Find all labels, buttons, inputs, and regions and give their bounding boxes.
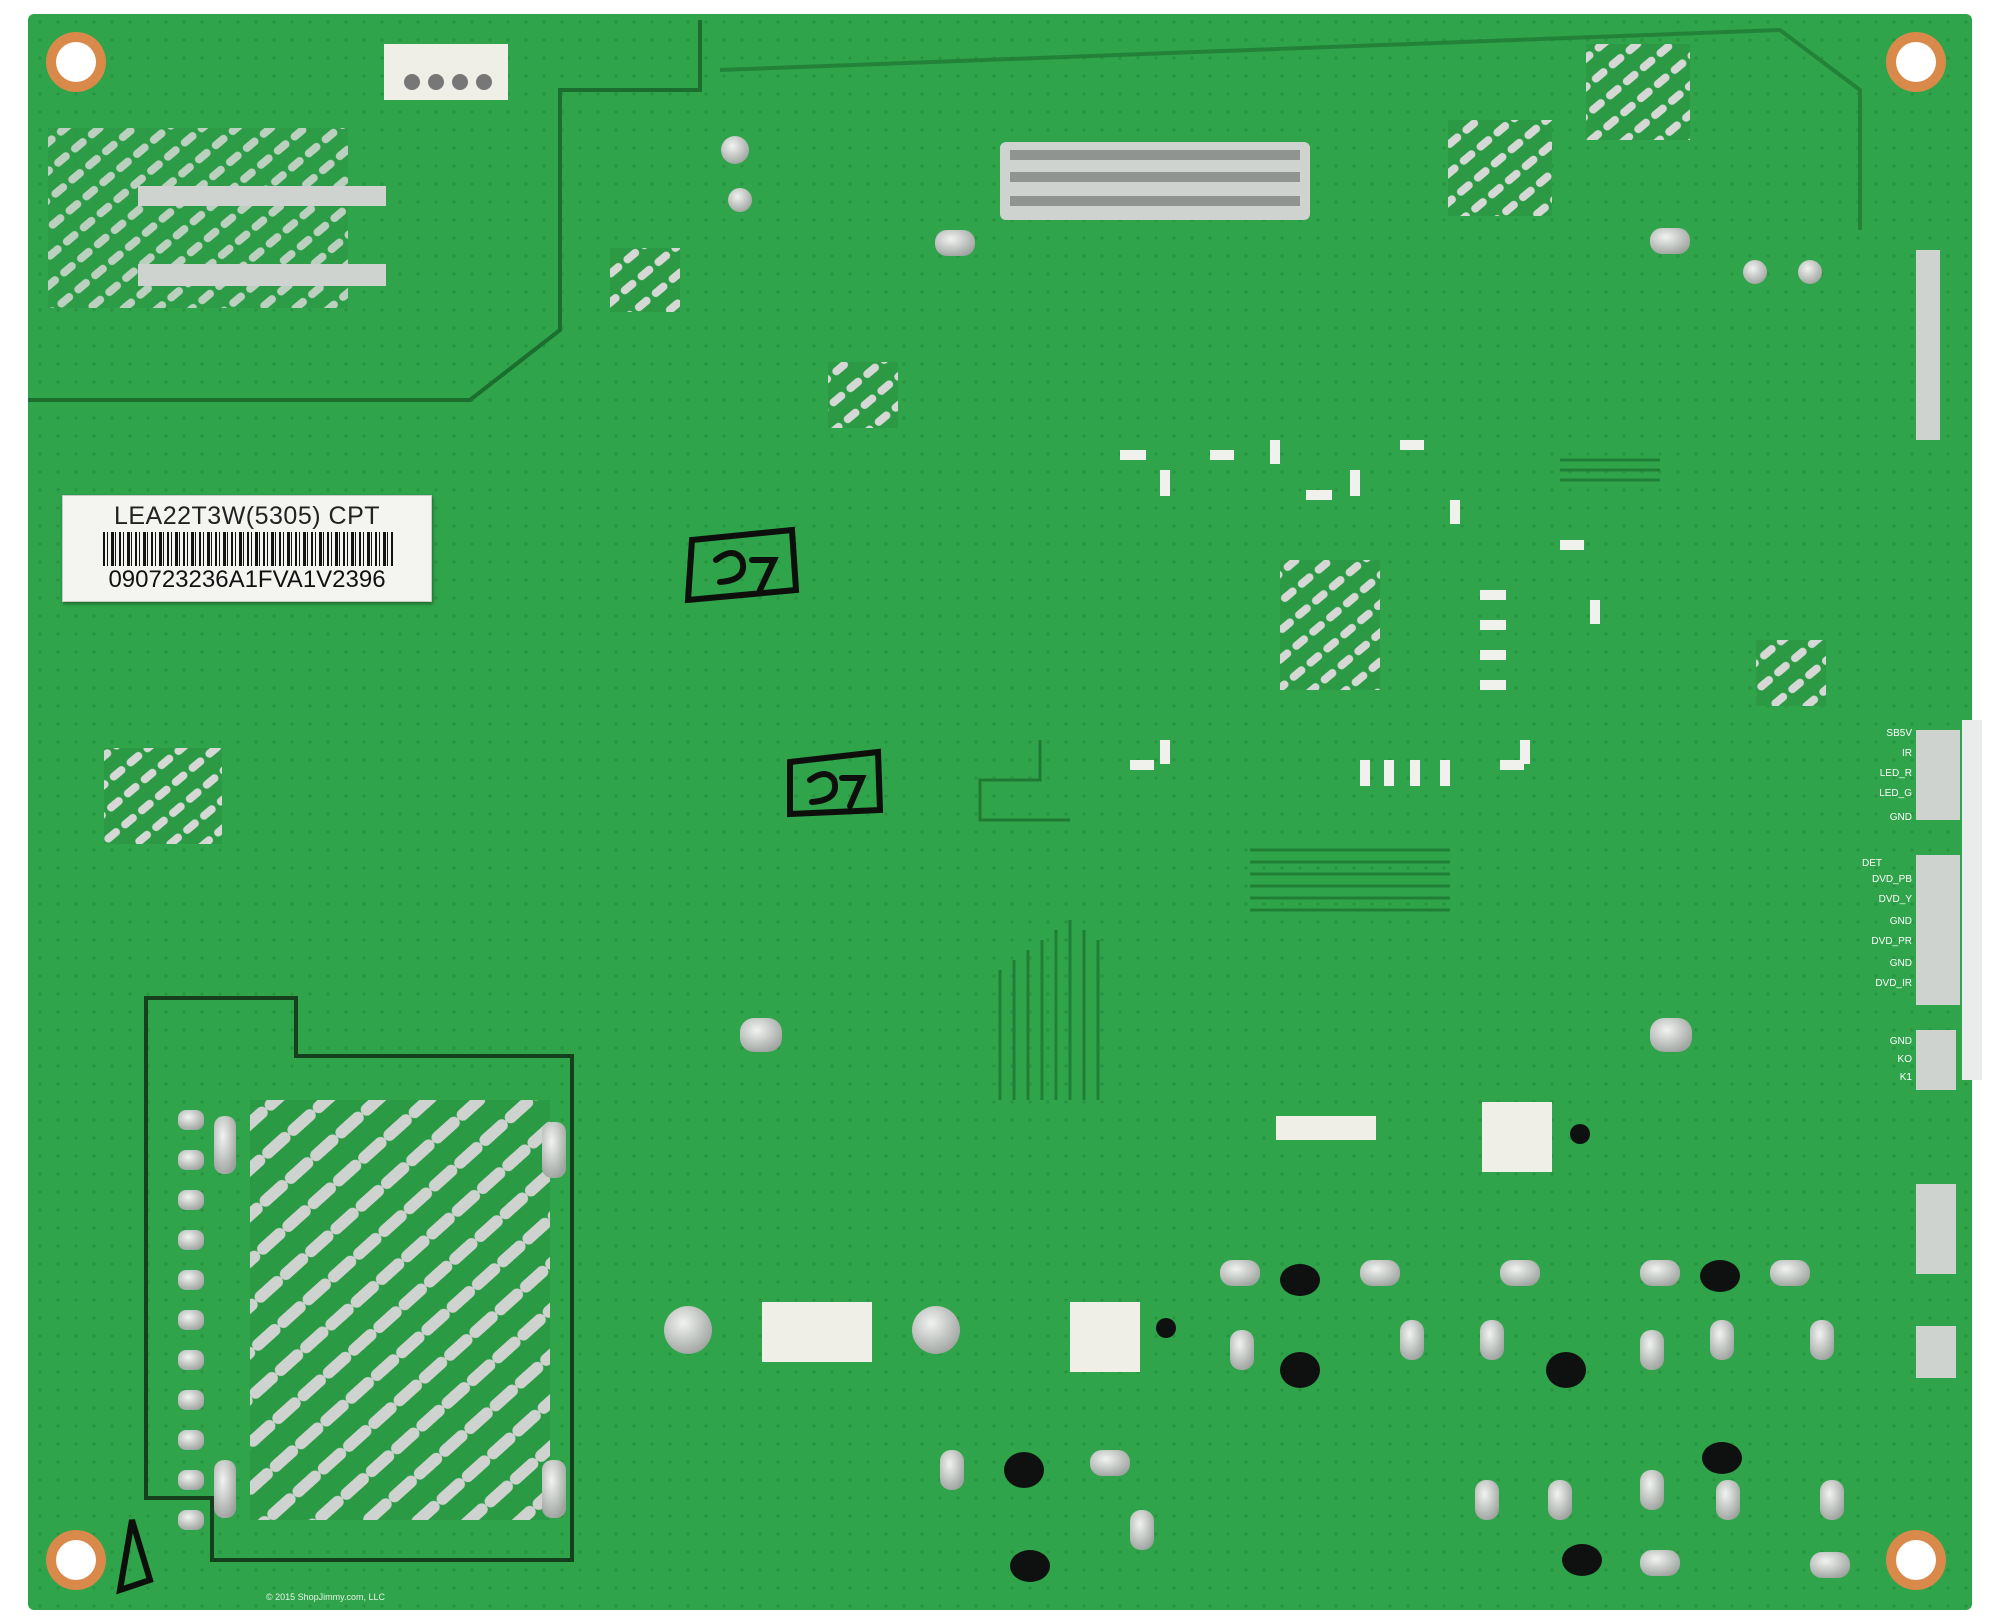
connector-label: SB5V (1886, 728, 1912, 739)
component-outline-4 (1276, 1116, 1376, 1140)
smd-cluster (1120, 440, 1600, 786)
solder-hatch-center (1280, 560, 1380, 690)
component-outline-2 (1482, 1102, 1552, 1172)
solder-pads (664, 136, 1850, 1578)
connector-label: DVD_PB (1871, 874, 1912, 885)
connector-label: GND (1889, 916, 1912, 927)
barcode (103, 532, 393, 566)
pin-row-top (138, 186, 386, 286)
connector-label: KO (1897, 1054, 1912, 1065)
connector-label: K1 (1899, 1072, 1912, 1083)
solder-hatch-4 (1586, 44, 1690, 140)
component-outline-3 (1070, 1302, 1140, 1372)
connector-label: GND (1889, 958, 1912, 969)
right-connector-pins (1916, 250, 1960, 1378)
connector-label: IR (1902, 748, 1912, 759)
marker-writing (116, 526, 884, 1595)
connector-label: DVD_IR (1875, 978, 1912, 989)
solder-hatch-3 (1448, 120, 1552, 216)
shield-stripes (250, 1100, 550, 1520)
connector-top (384, 44, 508, 100)
black-solder-blobs (1004, 1124, 1742, 1582)
trace-outline (28, 20, 702, 402)
model-number: LEA22T3W(5305) CPT (113, 502, 381, 530)
mounting-hole-top-left (46, 32, 106, 92)
serial-number: 090723236A1FVA1V2396 (108, 566, 386, 593)
trace-bundle (998, 458, 1660, 1100)
connector-label: GND (1889, 1036, 1912, 1047)
solder-hatch-5 (1756, 640, 1826, 706)
connector-label: DVD_PR (1871, 936, 1912, 947)
component-outline-1 (762, 1302, 872, 1362)
solder-hatch-2 (828, 362, 898, 428)
connector-label: GND (1889, 812, 1912, 823)
mounting-hole-top-right (1886, 32, 1946, 92)
model-sticker: LEA22T3W(5305) CPT 090723236A1FVA1V2396 (62, 495, 432, 602)
shield-pads-left (178, 1110, 566, 1530)
connector-label: LED_R (1879, 768, 1912, 779)
solder-hatch-6 (104, 748, 222, 844)
mounting-hole-bottom-right (1886, 1530, 1946, 1590)
connector-label: DET (1862, 858, 1882, 869)
connector-label: DVD_Y (1878, 894, 1912, 905)
solder-hatch-1 (610, 248, 680, 312)
shield-outline (144, 996, 574, 1562)
connector-label: LED_G (1879, 788, 1912, 799)
copyright-notice: © 2015 ShopJimmy.com, LLC (266, 1592, 386, 1602)
mounting-hole-bottom-left (46, 1530, 106, 1590)
